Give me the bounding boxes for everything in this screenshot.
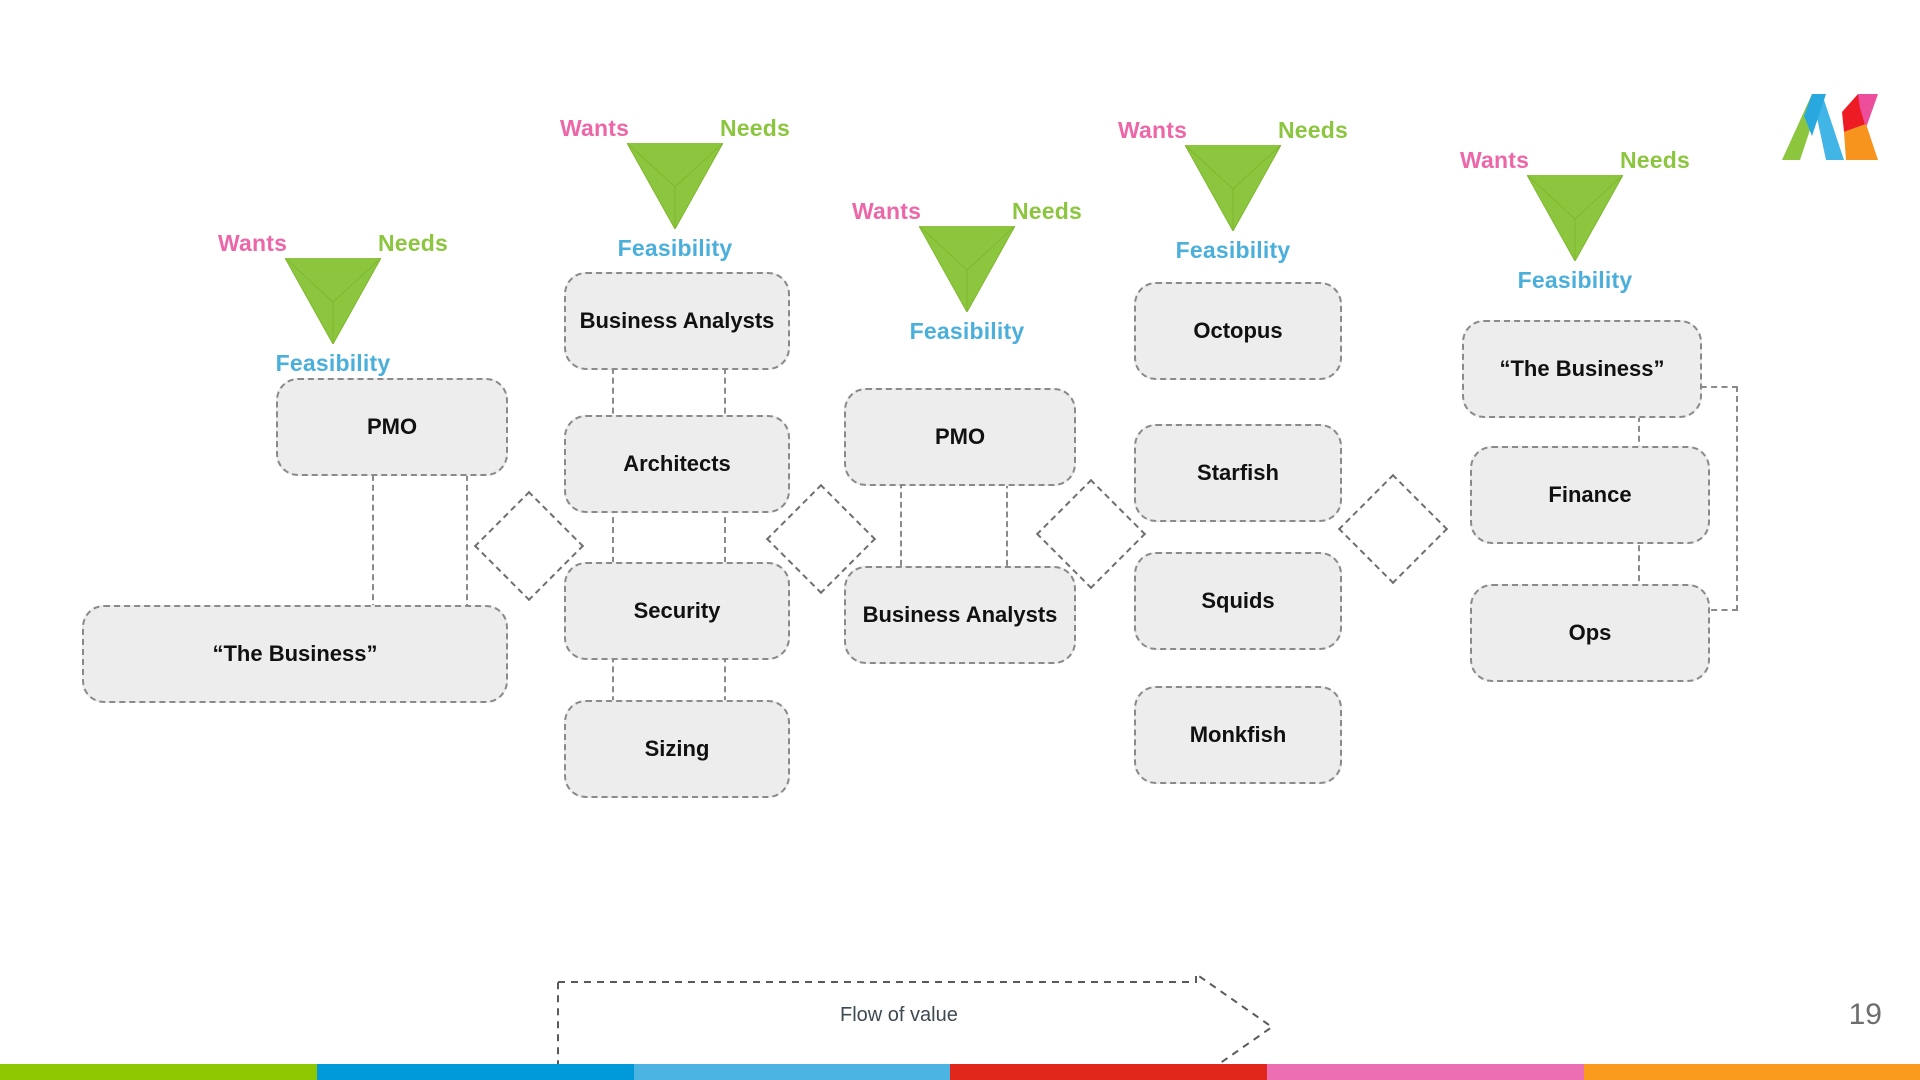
connector-column-2	[612, 338, 726, 742]
node-finance-5[interactable]: Finance	[1470, 446, 1710, 544]
wants-label: Wants	[852, 198, 922, 224]
node-label: Security	[633, 598, 721, 623]
node-starfish-4[interactable]: Starfish	[1134, 424, 1342, 522]
feasibility-triangle-icon	[284, 257, 382, 346]
needs-label: Needs	[719, 115, 790, 141]
triangle-group-4: Wants Needs Feasibility	[1118, 117, 1348, 263]
wants-label: Wants	[1118, 117, 1188, 143]
node-octopus-4[interactable]: Octopus	[1134, 282, 1342, 380]
ak-monogram-logo	[1782, 88, 1878, 160]
wants-label: Wants	[560, 115, 630, 141]
node-pmo-3[interactable]: PMO	[844, 388, 1076, 486]
node-label: Sizing	[644, 736, 710, 761]
triangle-labels-4: Wants Needs	[1118, 117, 1348, 147]
flow-of-value-label: Flow of value	[840, 1004, 958, 1026]
node-label: Monkfish	[1189, 722, 1287, 747]
band-segment-pink	[1267, 1064, 1584, 1080]
node-the-business-5[interactable]: “The Business”	[1462, 320, 1702, 418]
band-segment-orange	[1583, 1064, 1920, 1080]
node-ops-5[interactable]: Ops	[1470, 584, 1710, 682]
node-label: PMO	[934, 424, 986, 449]
node-label: Octopus	[1193, 318, 1283, 343]
node-business-analysts-2[interactable]: Business Analysts	[564, 272, 790, 370]
node-label: PMO	[366, 414, 418, 439]
feasibility-label: Feasibility	[909, 318, 1025, 344]
feasibility-label: Feasibility	[275, 350, 391, 376]
node-label: “The Business”	[212, 641, 378, 666]
feasibility-triangle-icon	[918, 225, 1016, 314]
band-segment-red	[950, 1064, 1268, 1080]
bottom-color-band	[0, 1064, 1920, 1080]
feasibility-triangle-icon	[1526, 174, 1624, 263]
wants-label: Wants	[1460, 147, 1530, 173]
triangle-group-5: Wants Needs Feasibility	[1460, 147, 1690, 293]
band-segment-blue	[316, 1064, 634, 1080]
feasibility-triangle-icon	[1184, 144, 1282, 233]
node-security-2[interactable]: Security	[564, 562, 790, 660]
feasibility-triangle-icon	[626, 142, 724, 231]
needs-label: Needs	[1277, 117, 1348, 143]
diamond-handoff-4	[1337, 473, 1449, 585]
triangle-labels-3: Wants Needs	[852, 198, 1082, 228]
band-segment-green	[0, 1064, 317, 1080]
connector-column-1	[372, 455, 468, 610]
node-label: Squids	[1201, 588, 1275, 613]
triangle-group-3: Wants Needs Feasibility	[852, 198, 1082, 344]
triangle-labels-2: Wants Needs	[560, 115, 790, 145]
needs-label: Needs	[1011, 198, 1082, 224]
band-segment-lightblue	[633, 1064, 951, 1080]
node-label: Ops	[1568, 620, 1612, 645]
node-squids-4[interactable]: Squids	[1134, 552, 1342, 650]
feasibility-label: Feasibility	[1175, 237, 1291, 263]
triangle-labels-1: Wants Needs	[218, 230, 448, 260]
node-label: Architects	[623, 451, 731, 476]
feasibility-label: Feasibility	[1517, 267, 1633, 293]
node-label: Business Analysts	[862, 602, 1058, 627]
node-architects-2[interactable]: Architects	[564, 415, 790, 513]
page-number: 19	[1848, 998, 1882, 1031]
node-business-analysts-3[interactable]: Business Analysts	[844, 566, 1076, 664]
triangle-labels-5: Wants Needs	[1460, 147, 1690, 177]
node-pmo-1[interactable]: PMO	[276, 378, 508, 476]
node-monkfish-4[interactable]: Monkfish	[1134, 686, 1342, 784]
node-label: Starfish	[1197, 460, 1279, 485]
needs-label: Needs	[377, 230, 448, 256]
node-label: Finance	[1548, 482, 1632, 507]
node-label: Business Analysts	[579, 308, 775, 333]
node-label: “The Business”	[1499, 356, 1665, 381]
wants-label: Wants	[218, 230, 288, 256]
triangle-group-1: Wants Needs Feasibility	[218, 230, 448, 376]
node-the-business-1[interactable]: “The Business”	[82, 605, 508, 703]
triangle-group-2: Wants Needs Feasibility	[560, 115, 790, 261]
node-sizing-2[interactable]: Sizing	[564, 700, 790, 798]
needs-label: Needs	[1619, 147, 1690, 173]
feasibility-label: Feasibility	[617, 235, 733, 261]
